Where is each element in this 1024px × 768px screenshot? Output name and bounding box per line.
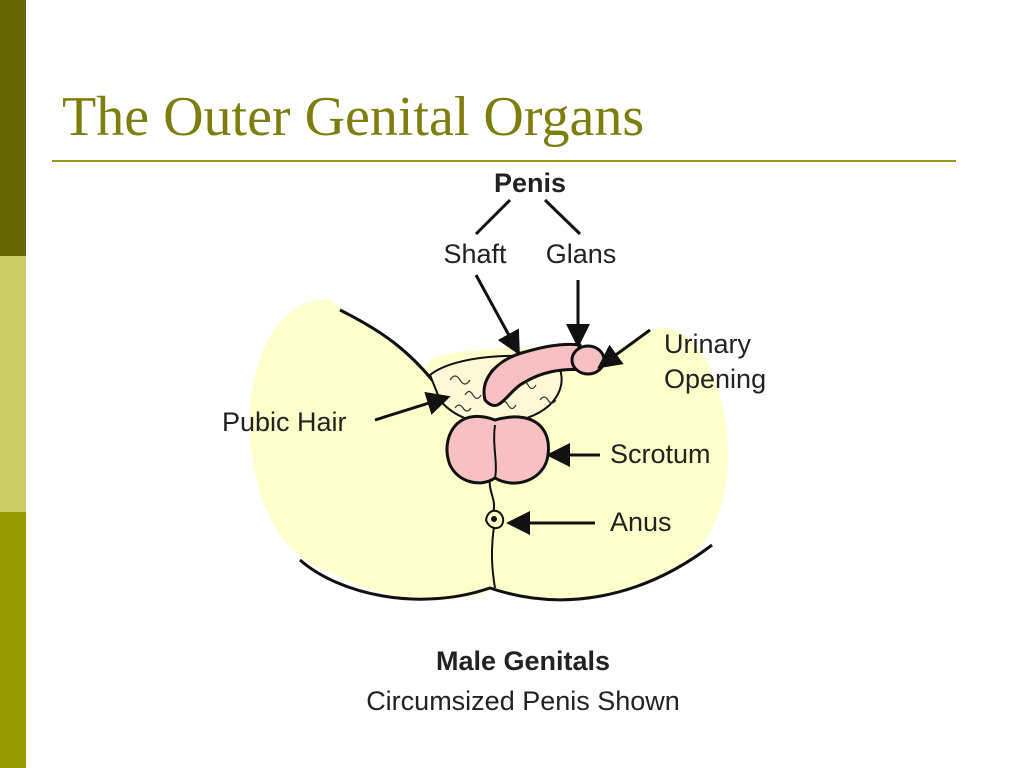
urinary-opening-arrow bbox=[597, 328, 651, 369]
urinary-opening-label-line2: Opening bbox=[664, 364, 766, 394]
scrotum-label: Scrotum bbox=[610, 439, 711, 469]
pubic-hair-label: Pubic Hair bbox=[222, 407, 347, 437]
penis-to-glans-line bbox=[543, 198, 582, 236]
side-band-top bbox=[0, 0, 26, 256]
anus-label: Anus bbox=[610, 507, 672, 537]
pubic-hair-arrow bbox=[374, 391, 451, 422]
title-underline bbox=[52, 160, 956, 162]
side-band-bottom bbox=[0, 512, 26, 768]
scrotum-shape bbox=[445, 414, 550, 485]
side-band-middle bbox=[0, 256, 26, 512]
caption-subtitle: Circumsized Penis Shown bbox=[366, 686, 680, 716]
shaft-arrow bbox=[474, 274, 520, 356]
urinary-opening-label-line1: Urinary bbox=[664, 329, 752, 359]
penis-heading: Penis bbox=[494, 168, 566, 198]
caption-title: Male Genitals bbox=[436, 646, 610, 676]
penis-to-shaft-line bbox=[474, 198, 512, 236]
body-outline-bottom bbox=[299, 543, 713, 602]
penis-glans bbox=[570, 344, 606, 376]
glans-label: Glans bbox=[546, 239, 617, 269]
anus-center bbox=[491, 516, 497, 522]
slide-title: The Outer Genital Organs bbox=[62, 86, 645, 148]
shaft-label: Shaft bbox=[443, 239, 507, 269]
scrotum-midline bbox=[493, 424, 497, 479]
